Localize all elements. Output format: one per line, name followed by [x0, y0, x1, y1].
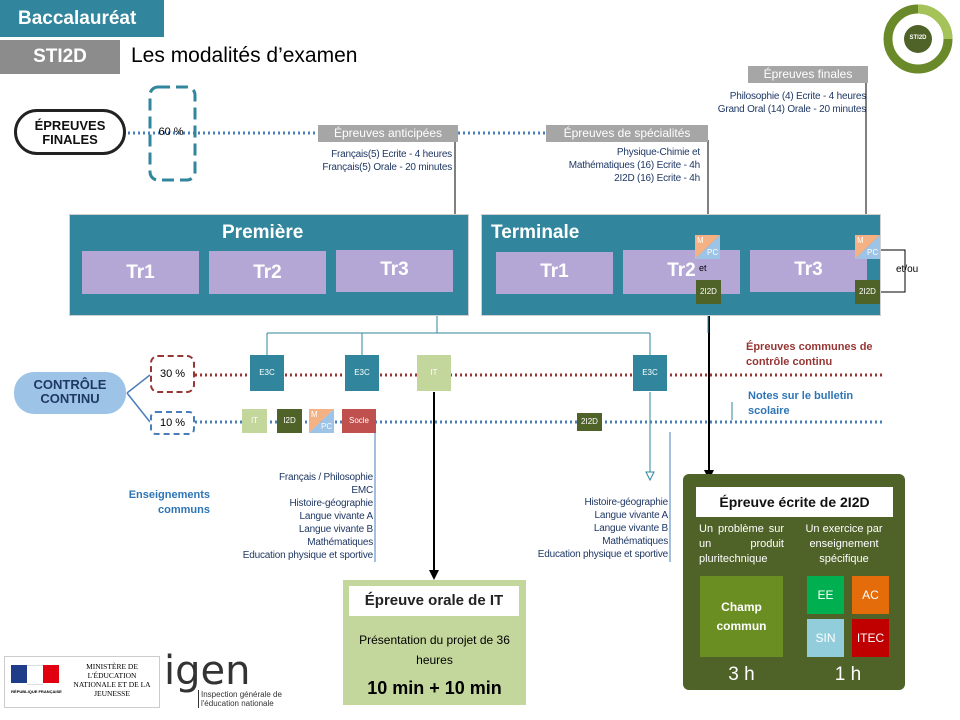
premiere-tr1: Tr1 — [82, 251, 199, 294]
anticipees-line: Français(5) Ecrite - 4 heures — [331, 149, 452, 160]
ens-item: Langue vivante A — [594, 510, 668, 521]
premiere-title: Première — [222, 222, 304, 243]
terminale-tr2: Tr2 — [623, 250, 740, 294]
mpc-tile-tr3: M PC — [855, 235, 880, 259]
dur-left: 3 h — [728, 664, 755, 685]
mpc-m: M — [311, 410, 318, 419]
ens-item: Histoire-géographie — [584, 497, 669, 508]
e3c-box-1: E3C — [250, 355, 284, 391]
e3c-box-2: E3C — [345, 355, 379, 391]
specialites-text: Physique-Chimie et Mathématiques (16) Ec… — [520, 146, 700, 185]
ens-item: Langue vivante B — [298, 524, 373, 535]
pct-30-box: 30 % — [150, 355, 195, 393]
bac-label: Baccalauréat — [0, 0, 164, 37]
it-box-10: IT — [242, 409, 267, 433]
ecrite-title: Épreuve écrite de 2I2D — [696, 487, 893, 517]
i2d-box-term: 2I2D — [577, 413, 602, 431]
mpc-pc: PC — [321, 422, 333, 431]
terminale-title: Terminale — [491, 222, 580, 243]
anticipees-label: Épreuves anticipées — [318, 125, 458, 142]
flag-white — [27, 665, 43, 685]
finales-line: Grand Oral (14) Orale - 20 minutes — [717, 104, 866, 115]
anticipees-text: Français(5) Ecrite - 4 heures Français(5… — [262, 148, 452, 174]
ens-item: Langue vivante A — [299, 511, 373, 522]
ee-box: EE — [807, 576, 844, 614]
etou-text: et/ou — [896, 264, 919, 275]
ministere-logo: RÉPUBLIQUE FRANÇAISE MINISTÈRE DE L'ÉDUC… — [4, 656, 160, 708]
ens-item: Mathématiques — [602, 536, 668, 547]
legend-communes: Épreuves communes de contrôle continu — [746, 341, 873, 368]
ens-item: Langue vivante B — [593, 523, 668, 534]
ens-premiere-list: Français / Philosophie EMC Histoire-géog… — [200, 471, 373, 562]
specialites-line: 2I2D (16) Ecrite - 4h — [614, 173, 700, 184]
ens-item: Education physique et sportive — [242, 550, 373, 561]
finales-line: Philosophie (4) Ecrite - 4 heures — [729, 91, 866, 102]
enseignements-label: Enseignements communs — [128, 489, 210, 516]
specialites-line: Mathématiques (16) Ecrite - 4h — [568, 160, 700, 171]
mpc-tile-tr2: M PC — [695, 235, 720, 259]
pct-10-box: 10 % — [150, 411, 195, 435]
pct-60-dashed-box — [148, 85, 197, 182]
i2d-box-10: I2D — [277, 409, 302, 433]
premiere-tr2: Tr2 — [209, 251, 326, 294]
sti2d-logo: STI2D — [882, 3, 954, 75]
ecrite-2i2d-box: Épreuve écrite de 2I2D Un problème sur u… — [683, 474, 905, 690]
ens-terminale-list: Histoire-géographie Langue vivante A Lan… — [500, 496, 668, 561]
mpc-m: M — [697, 236, 704, 245]
ens-item: Mathématiques — [307, 537, 373, 548]
igen-logo: igen — [164, 648, 251, 694]
controle-continu-badge: CONTRÔLE CONTINU — [14, 372, 126, 414]
mpc-box-10: M PC — [309, 409, 334, 433]
ens-item: Education physique et sportive — [537, 549, 668, 560]
legend-bulletin: Notes sur le bulletin scolaire — [748, 390, 854, 417]
flag-blue — [11, 665, 27, 683]
oral-it-duration: 10 min + 10 min — [367, 678, 502, 698]
terminale-tr1: Tr1 — [496, 252, 613, 294]
epreuves-finales-badge: ÉPREUVES FINALES — [14, 109, 126, 155]
stream-label: STI2D — [0, 40, 120, 74]
controle-continu-text: CONTRÔLE CONTINU — [33, 377, 107, 406]
igen-subtitle: Inspection générale de l'éducation natio… — [198, 690, 301, 708]
specialites-line: Physique-Chimie et — [616, 147, 700, 158]
finales-text: Philosophie (4) Ecrite - 4 heures Grand … — [680, 90, 866, 116]
mpc-pc: PC — [867, 248, 879, 257]
itec-box: ITEC — [852, 619, 889, 657]
i2d-tile-tr3: 2I2D — [855, 280, 880, 304]
page-title: Les modalités d’examen — [131, 44, 358, 67]
mpc-pc: PC — [707, 248, 719, 257]
oral-it-desc: Présentation du projet de 36 heures — [359, 633, 510, 667]
logo-text: STI2D — [909, 35, 927, 41]
anticipees-line: Français(5) Orale - 20 minutes — [322, 162, 452, 173]
ens-item: Français / Philosophie — [279, 472, 373, 483]
mpc-m: M — [857, 236, 864, 245]
sin-box: SIN — [807, 619, 844, 657]
oral-it-title: Épreuve orale de IT — [349, 586, 519, 616]
ecrite-right-text: Un exercice par enseignement spécifique — [805, 523, 883, 565]
rf-text: RÉPUBLIQUE FRANÇAISE — [11, 689, 62, 694]
champ-commun-box: Champ commun — [700, 576, 783, 657]
premiere-tr3: Tr3 — [336, 250, 453, 292]
terminale-tr3: Tr3 — [750, 250, 867, 292]
e3c-box-3: E3C — [633, 355, 667, 391]
pct-30: 30 % — [159, 368, 186, 380]
ministere-text: MINISTÈRE DE L'ÉDUCATION NATIONALE ET DE… — [73, 662, 151, 698]
ecrite-left-text: Un problème sur un produit pluritechniqu… — [699, 523, 784, 565]
et-text: et — [699, 263, 707, 273]
socle-box: Socle — [342, 409, 376, 433]
ens-item: Histoire-géographie — [289, 498, 374, 509]
pct-10: 10 % — [159, 417, 186, 429]
dur-right: 1 h — [834, 664, 862, 685]
finales-label: Épreuves finales — [748, 66, 868, 83]
i2d-tile-tr2: 2I2D — [696, 280, 721, 304]
it-box-30: IT — [417, 355, 451, 391]
pct-60: 60 % — [158, 126, 184, 138]
ac-box: AC — [852, 576, 889, 614]
ens-item: EMC — [351, 485, 373, 496]
flag-red — [43, 665, 59, 683]
oral-it-box: Épreuve orale de IT Présentation du proj… — [343, 580, 526, 705]
epreuves-finales-text: ÉPREUVES FINALES — [34, 118, 106, 147]
specialites-label: Épreuves de spécialités — [546, 125, 708, 142]
